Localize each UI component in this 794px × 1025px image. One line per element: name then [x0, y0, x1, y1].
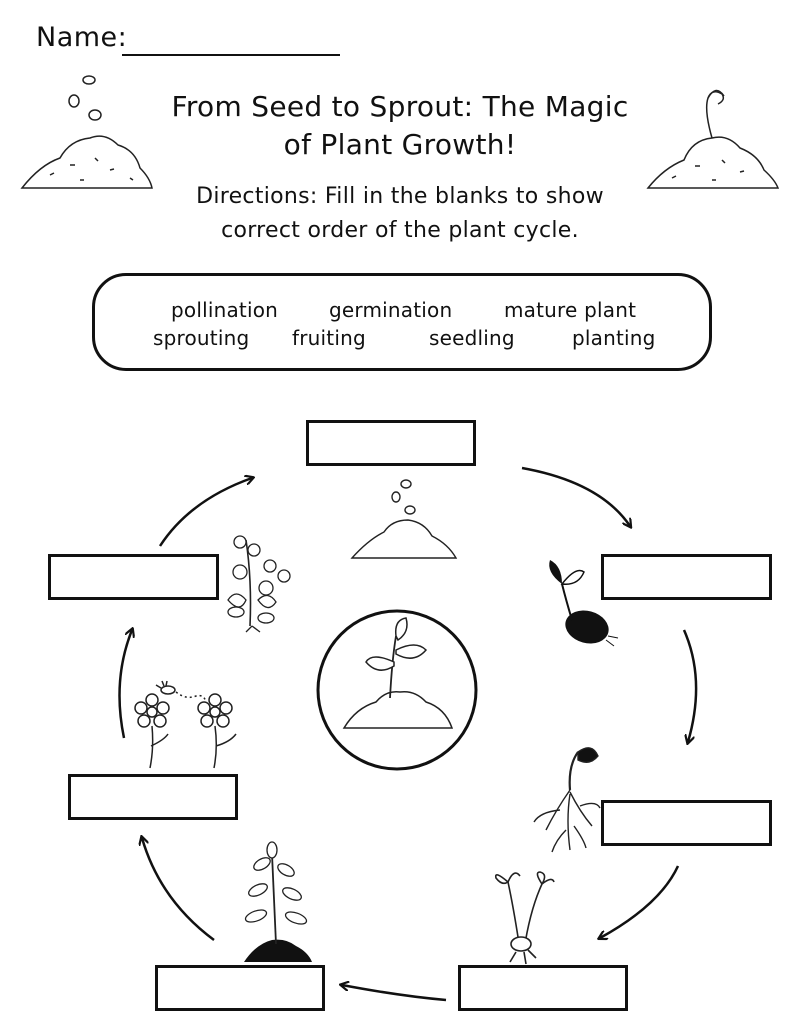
seed-pile-icon	[20, 75, 153, 189]
title-line-1: From Seed to Sprout: The Magic	[171, 90, 629, 123]
word-sprouting: sprouting	[153, 326, 250, 350]
answer-box-bottom-left[interactable]	[155, 965, 325, 1011]
germinating-seed-icon	[549, 560, 619, 647]
answer-box-left-lower[interactable]	[68, 774, 238, 820]
sprout-pile-icon	[646, 89, 780, 189]
directions-line-1: Directions: Fill in the blanks to show	[196, 184, 604, 209]
answer-box-right-lower[interactable]	[601, 800, 772, 846]
word-pollination: pollination	[171, 298, 279, 322]
answer-box-top[interactable]	[306, 420, 476, 466]
answer-box-bottom-right[interactable]	[458, 965, 628, 1011]
word-germination: germination	[329, 298, 453, 322]
name-label: Name:	[36, 22, 128, 53]
root-sprout-icon	[533, 747, 601, 853]
directions: Directions: Fill in the blanks to show c…	[120, 180, 680, 248]
page-title: From Seed to Sprout: The Magic of Plant …	[120, 88, 680, 164]
word-planting: planting	[572, 326, 656, 350]
fruiting-plant-icon	[227, 535, 291, 633]
directions-line-2: correct order of the plant cycle.	[221, 218, 579, 243]
word-mature-plant: mature plant	[504, 298, 637, 322]
flowers-bee-icon	[134, 680, 237, 769]
word-seedling: seedling	[429, 326, 515, 350]
center-seedling-icon	[316, 609, 478, 771]
word-bank: pollination germination mature plant spr…	[92, 273, 712, 371]
title-line-2: of Plant Growth!	[283, 128, 517, 161]
word-fruiting: fruiting	[292, 326, 366, 350]
answer-box-left-upper[interactable]	[48, 554, 219, 600]
cycle-arrows	[118, 466, 698, 1002]
name-blank-line[interactable]	[122, 54, 340, 56]
mature-plant-icon	[244, 841, 312, 962]
answer-box-right-upper[interactable]	[601, 554, 772, 600]
seed-soil-icon	[350, 479, 458, 559]
seedling-icon	[494, 871, 555, 965]
